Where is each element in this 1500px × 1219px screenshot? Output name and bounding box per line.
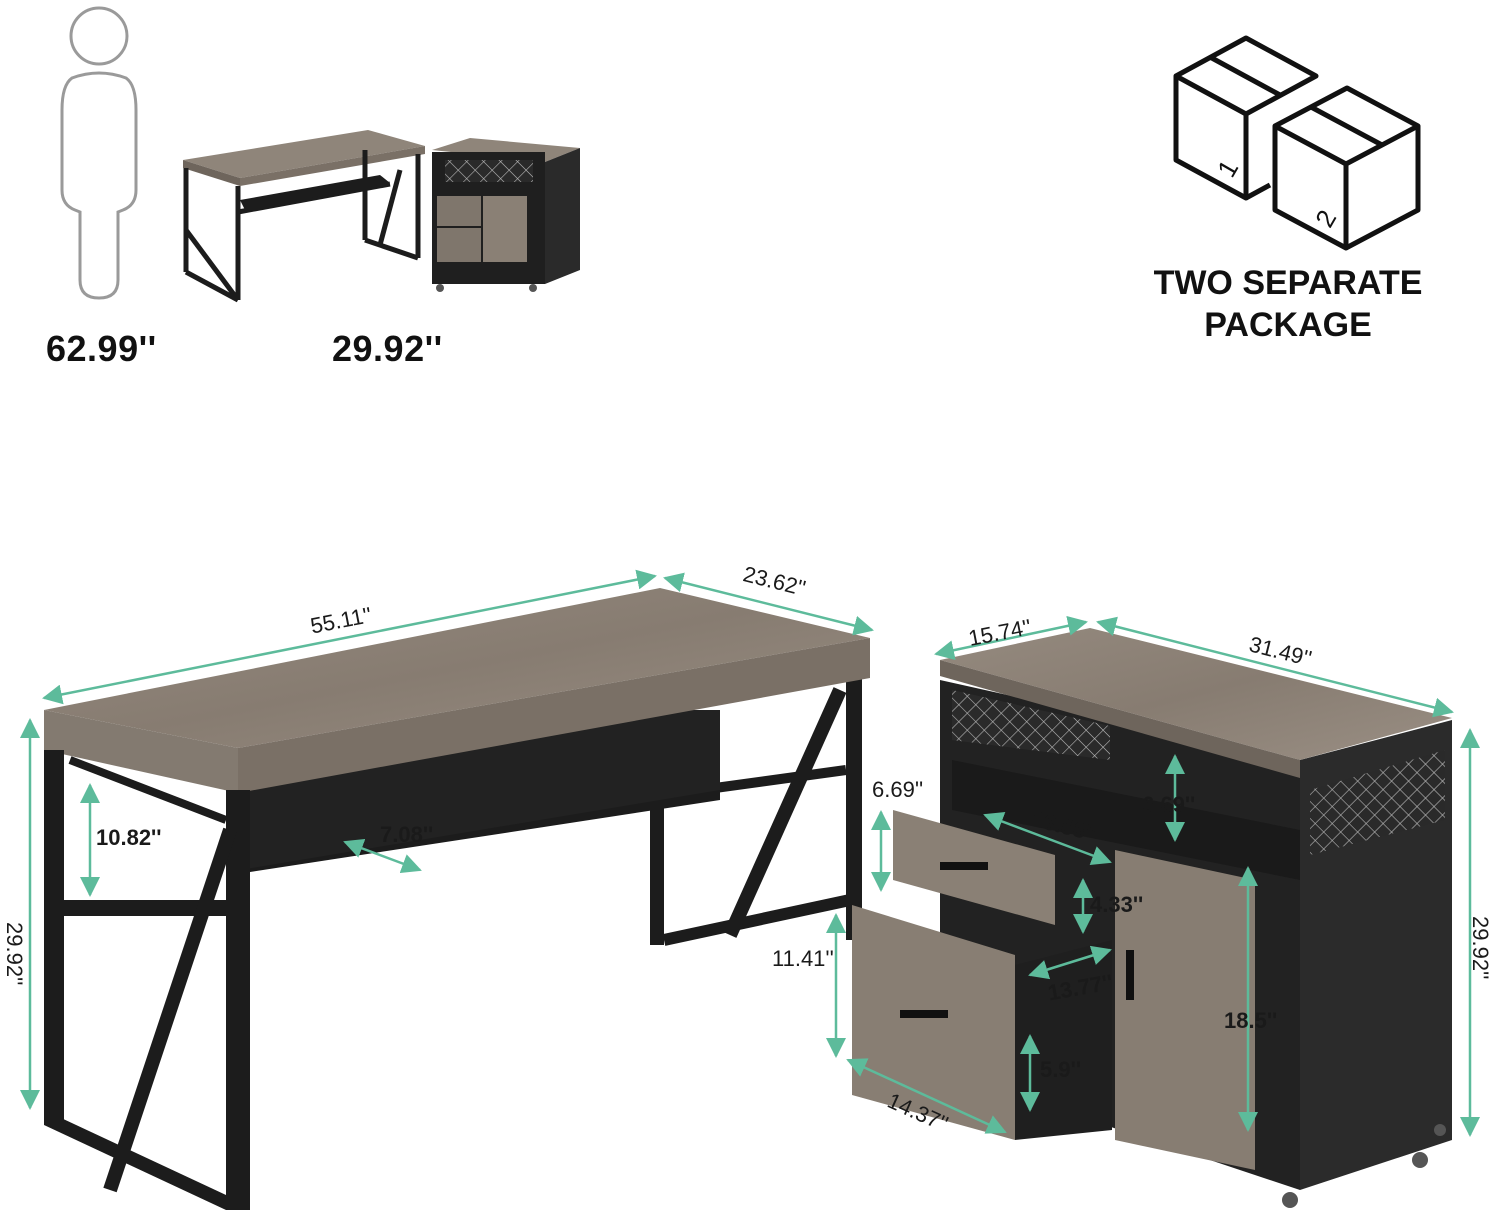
box-1-number: 1 bbox=[1211, 155, 1244, 183]
desk-shelf-gap-label: 10.82'' bbox=[96, 825, 162, 850]
drawer-front-height-label: 6.69'' bbox=[872, 777, 923, 802]
box-2-number: 2 bbox=[1309, 205, 1342, 233]
drawer-inner-height-label: 4.33'' bbox=[1090, 892, 1143, 917]
package-box-1-icon bbox=[1173, 35, 1319, 201]
cabinet-dimension-arrows bbox=[846, 615, 1480, 1137]
mini-cabinet-illustration bbox=[432, 138, 580, 292]
file-drawer-inner-height-label: 5.9'' bbox=[1040, 1057, 1081, 1082]
cabinet-height-label: 29.92'' bbox=[1468, 916, 1493, 979]
desk-dimension-arrows bbox=[20, 569, 874, 1110]
package-heading: TWO SEPARATE PACKAGE bbox=[1128, 262, 1448, 346]
door-height-label: 18.5'' bbox=[1224, 1008, 1277, 1033]
package-line-2: PACKAGE bbox=[1204, 306, 1372, 344]
mini-desk-illustration bbox=[183, 130, 425, 303]
person-height-label: 62.99'' bbox=[46, 328, 157, 369]
cabinet-width-label: 31.49'' bbox=[1247, 631, 1315, 671]
package-line-1: TWO SEPARATE bbox=[1153, 264, 1423, 302]
desk-depth-label: 23.62'' bbox=[741, 561, 809, 601]
desk-height-summary-label: 29.92'' bbox=[332, 328, 443, 369]
desk-leg-gap-label: 11.41'' bbox=[772, 946, 834, 971]
desk-shelf-depth-label: 7.08'' bbox=[380, 822, 433, 847]
package-box-2-icon bbox=[1272, 85, 1421, 251]
person-silhouette-icon bbox=[60, 6, 138, 300]
desk-height-label: 29.92'' bbox=[2, 922, 27, 985]
open-shelf-height-label: 6.69'' bbox=[1142, 792, 1195, 817]
desk-illustration bbox=[44, 588, 870, 1210]
